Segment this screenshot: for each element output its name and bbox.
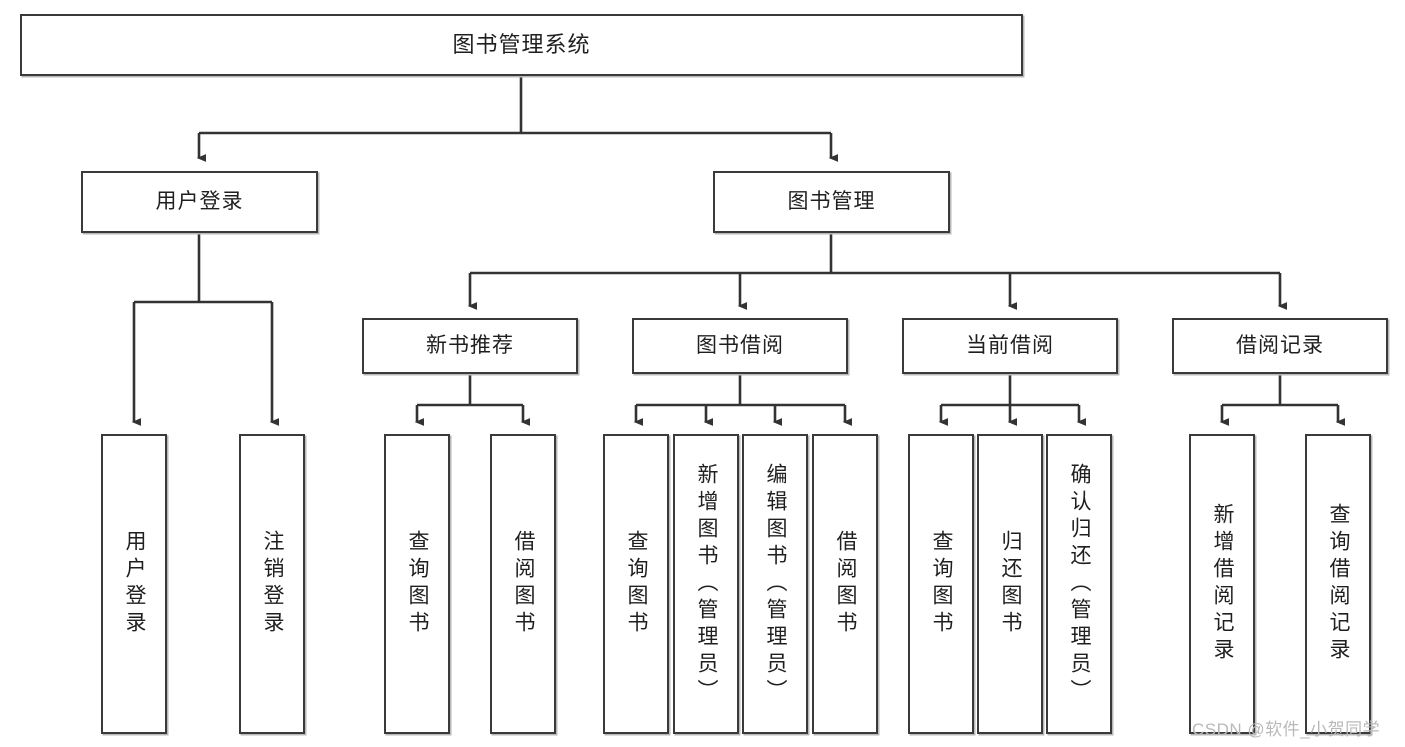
node-current-borrow[interactable]: 当前借阅 [902,318,1118,374]
leaf-borrow-book-1[interactable]: 借阅图书 [490,434,556,734]
leaf-borrow-book-2[interactable]: 借阅图书 [812,434,878,734]
node-label: 注销登录 [261,530,284,638]
node-label: 新增借阅记录 [1211,503,1234,665]
node-label: 图书管理 [787,190,876,214]
node-label: 借阅记录 [1236,334,1324,358]
node-root-book-management-system[interactable]: 图书管理系统 [20,14,1023,76]
leaf-add-book[interactable]: 新增图书（管理员） [673,434,739,734]
node-label: 查询图书 [625,530,648,638]
node-label: 新增图书（管理员） [695,462,718,706]
node-label: 新书推荐 [426,334,514,358]
leaf-user-login[interactable]: 用户登录 [101,434,167,734]
leaf-add-record[interactable]: 新增借阅记录 [1189,434,1255,734]
leaf-query-record[interactable]: 查询借阅记录 [1305,434,1371,734]
leaf-return-book[interactable]: 归还图书 [977,434,1043,734]
csdn-watermark: CSDN @软件_小贺同学 [1192,720,1381,739]
node-label: 用户登录 [123,530,146,638]
node-label: 借阅图书 [512,530,535,638]
node-borrow-record[interactable]: 借阅记录 [1172,318,1388,374]
node-label: 图书管理系统 [452,31,591,57]
node-user-login[interactable]: 用户登录 [81,171,318,233]
leaf-confirm-return[interactable]: 确认归还（管理员） [1046,434,1112,734]
node-label: 用户登录 [155,190,244,214]
node-label: 查询图书 [930,530,953,638]
node-book-borrow[interactable]: 图书借阅 [632,318,848,374]
node-label: 当前借阅 [966,334,1054,358]
node-label: 图书借阅 [696,334,784,358]
leaf-query-book-1[interactable]: 查询图书 [384,434,450,734]
leaf-query-book-3[interactable]: 查询图书 [908,434,974,734]
node-label: 确认归还（管理员） [1068,462,1091,706]
leaf-logout-login[interactable]: 注销登录 [239,434,305,734]
node-label: 归还图书 [999,530,1022,638]
node-book-management[interactable]: 图书管理 [713,171,950,233]
node-label: 查询图书 [406,530,429,638]
node-new-book-recommend[interactable]: 新书推荐 [362,318,578,374]
leaf-query-book-2[interactable]: 查询图书 [603,434,669,734]
node-label: 编辑图书（管理员） [764,462,787,706]
node-label: 查询借阅记录 [1327,503,1350,665]
node-label: 借阅图书 [834,530,857,638]
leaf-edit-book[interactable]: 编辑图书（管理员） [742,434,808,734]
